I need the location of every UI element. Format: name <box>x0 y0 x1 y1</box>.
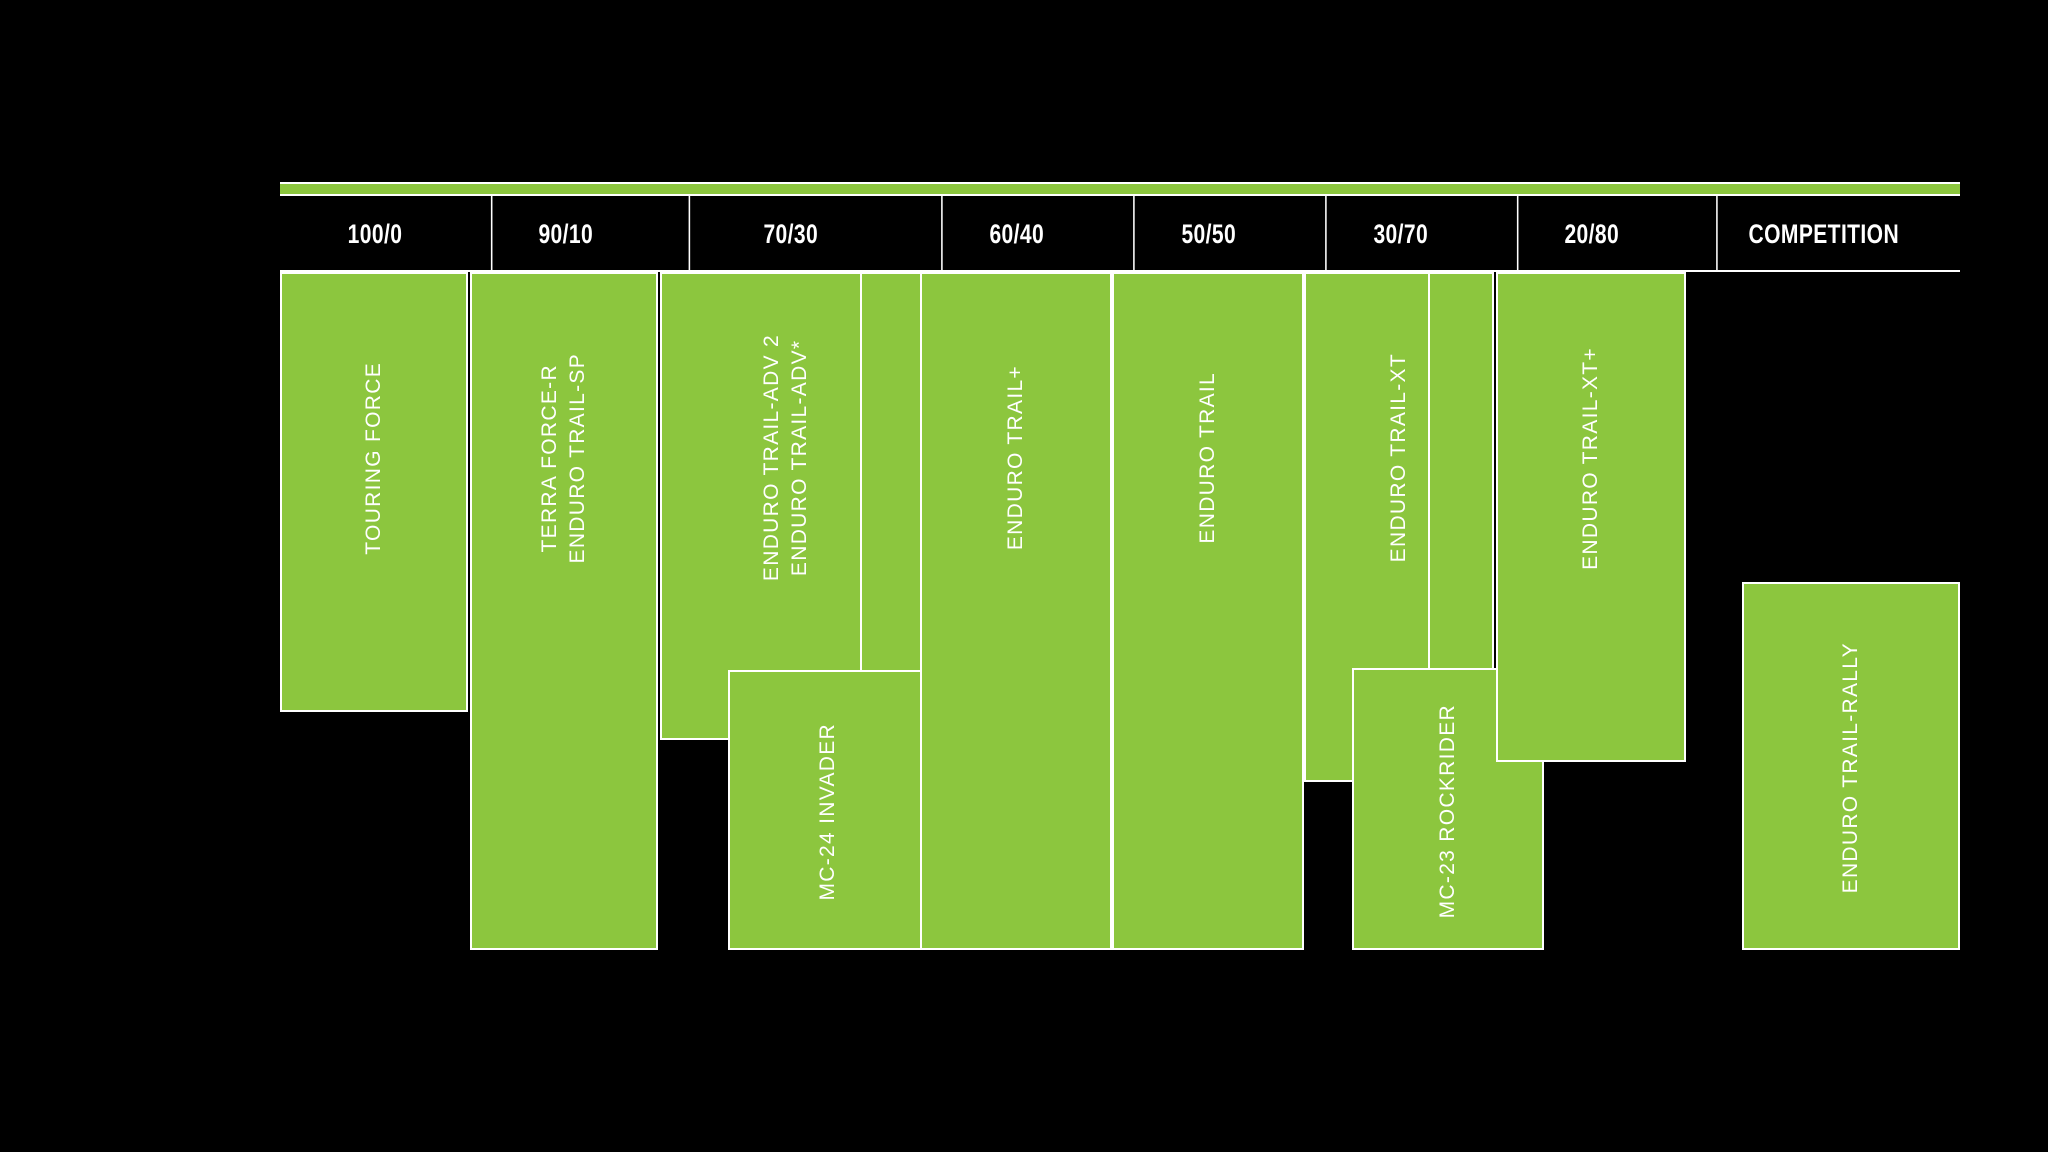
ratio-header-label: 100/0 <box>347 218 403 249</box>
ratio-header-90-10[interactable]: 90/10 <box>490 196 639 272</box>
bar-label-text: MC-23 ROCKRIDER <box>1434 704 1462 918</box>
header-divider-rule <box>280 270 1960 272</box>
bar-enduro-trail-rally[interactable]: ENDURO TRAIL-RALLY <box>1742 582 1960 950</box>
bar-label-text: TOURING FORCE <box>360 362 388 555</box>
bar-label-group: TOURING FORCE <box>282 298 466 618</box>
bar-label-text: MC-24 INVADER <box>814 723 842 901</box>
bar-label-line: ENDURO TRAIL-SP <box>566 352 589 564</box>
usage-ratio-chart: 100/0 90/10 70/30 60/40 50/50 30/70 20/80 COMPE… <box>280 182 1960 952</box>
bar-label-line: ENDURO TRAIL+ <box>1003 365 1027 551</box>
bar-label-line: ENDURO TRAIL-XT+ <box>1578 346 1602 570</box>
ratio-header-50-50[interactable]: 50/50 <box>1133 196 1283 272</box>
ratio-header-label: 30/70 <box>1373 218 1429 249</box>
bar-label-group: MC-24 INVADER <box>730 672 926 952</box>
bar-label-line: MC-24 INVADER <box>815 723 839 901</box>
ratio-header-row: 100/0 90/10 70/30 60/40 50/50 30/70 20/80 COMPE… <box>280 196 1960 272</box>
bar-label-group: ENDURO TRAIL-XT+ <box>1498 298 1684 618</box>
ratio-header-label: 70/30 <box>763 218 819 249</box>
bar-label-line: ENDURO TRAIL-ADV 2 <box>759 334 783 582</box>
ratio-header-label: 90/10 <box>538 218 594 249</box>
ratio-header-30-70[interactable]: 30/70 <box>1325 196 1475 272</box>
bar-label-line: MC-23 ROCKRIDER <box>1435 703 1459 919</box>
bar-mc-24-invader[interactable]: MC-24 INVADER <box>728 670 928 950</box>
ratio-header-100-0[interactable]: 100/0 <box>301 196 449 272</box>
ratio-header-label: 60/40 <box>989 218 1045 249</box>
bar-enduro-trail-adv-tall[interactable] <box>860 272 924 672</box>
ratio-header-label: 50/50 <box>1181 218 1237 249</box>
ratio-header-60-40[interactable]: 60/40 <box>941 196 1091 272</box>
ratio-header-20-80[interactable]: 20/80 <box>1516 196 1665 272</box>
ratio-header-70-30[interactable]: 70/30 <box>688 196 892 272</box>
bar-enduro-trail-plus[interactable]: ENDURO TRAIL+ <box>920 272 1112 950</box>
bar-enduro-trail[interactable]: ENDURO TRAIL <box>1112 272 1304 950</box>
bar-label-text: ENDURO TRAIL+ <box>1002 365 1030 550</box>
bar-enduro-trail-xt-tall[interactable] <box>1428 272 1494 670</box>
bar-label-line: TERRA FORCE-R <box>537 363 561 553</box>
bar-label-line: ENDURO TRAIL-RALLY <box>1838 642 1862 894</box>
bar-label-group: ENDURO TRAIL+ <box>922 298 1110 618</box>
bar-label-group: ENDURO TRAIL-RALLY <box>1744 608 1958 928</box>
bar-enduro-trail-xt-plus[interactable]: ENDURO TRAIL-XT+ <box>1496 272 1686 762</box>
bar-label-group: ENDURO TRAIL <box>1114 298 1302 618</box>
ratio-header-label: 20/80 <box>1564 218 1620 249</box>
bar-label-text: ENDURO TRAIL-RALLY <box>1837 642 1865 893</box>
bar-label-line: ENDURO TRAIL-ADV* <box>788 339 811 577</box>
bar-label-text: ENDURO TRAIL-XT <box>1385 353 1413 562</box>
bar-label-line: ENDURO TRAIL-XT <box>1386 353 1410 563</box>
ratio-header-label: COMPETITION <box>1748 218 1900 249</box>
bar-label-text: ENDURO TRAIL-XT+ <box>1577 347 1605 570</box>
bar-touring-force[interactable]: TOURING FORCE <box>280 272 468 712</box>
top-accent-rule <box>280 182 1960 196</box>
bar-label-text: ENDURO TRAIL <box>1194 372 1222 544</box>
ratio-header-competition[interactable]: COMPETITION <box>1716 196 1930 272</box>
bar-label-line: ENDURO TRAIL <box>1195 372 1219 544</box>
bar-label-line: TOURING FORCE <box>361 361 385 555</box>
